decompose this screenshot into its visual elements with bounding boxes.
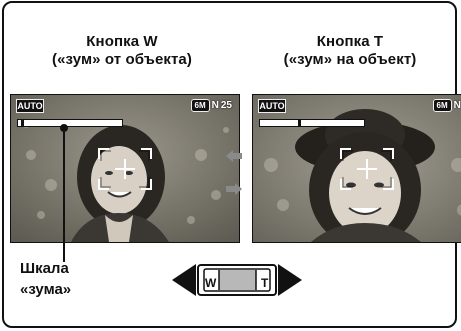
t-button-caption: Кнопка T («зум» на объект) [283,33,417,68]
callout-line [63,127,65,262]
lever-t-label: T [261,276,269,290]
af-frame-icon [98,147,152,190]
zoom-lever-icon [172,264,302,296]
quality-indicator: N [453,100,461,111]
arrow-right-icon [226,183,242,195]
w-button-caption: Кнопка W («зум» от объекта) [52,33,192,68]
arrow-left-icon [226,150,242,162]
zoom-scale-label: Шкала «зума» [20,260,72,298]
osd-status: 6M N 25 [432,99,461,112]
frames-remaining: 25 [220,100,232,111]
lever-w-label: W [205,276,217,290]
af-frame-icon [340,147,394,190]
mode-auto-badge: AUTO [258,99,286,113]
image-size-badge: 6M [432,99,452,112]
quality-indicator: N [211,100,219,111]
lcd-screen-tele: AUTO 6M N 25 [252,94,461,243]
osd-status: 6M N 25 [190,99,232,112]
zoom-position-marker [21,119,24,127]
image-size-badge: 6M [190,99,210,112]
zoom-scale-bar [17,119,123,127]
lcd-screen-wide: AUTO 6M N 25 [10,94,240,243]
zoom-position-marker [298,119,301,127]
zoom-scale-bar [259,119,365,127]
mode-auto-badge: AUTO [16,99,44,113]
